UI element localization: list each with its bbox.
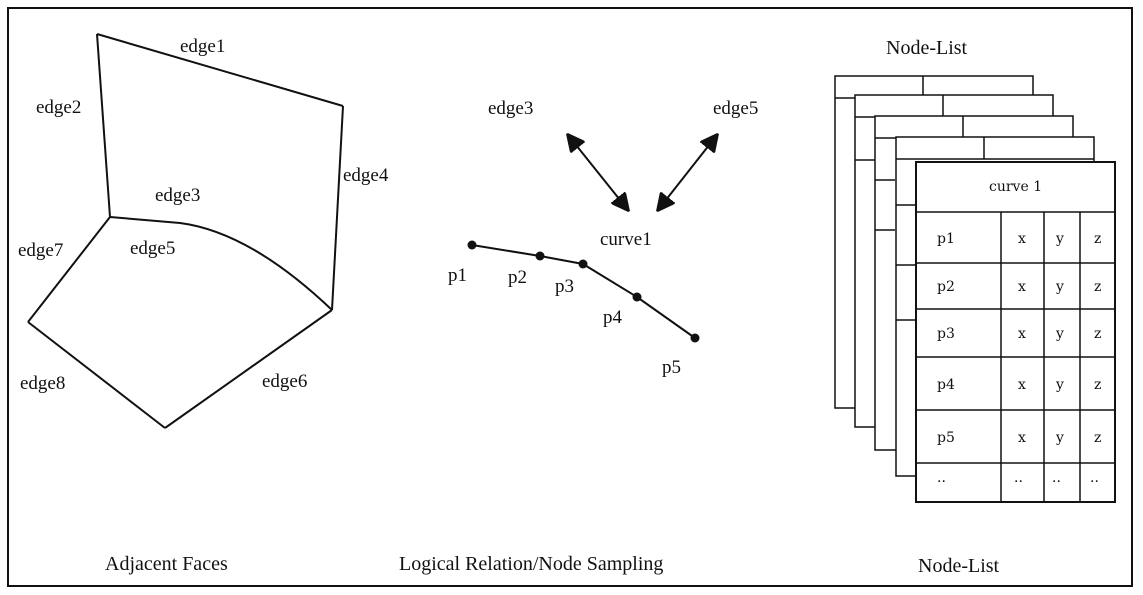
node-list-title: Node-List (886, 37, 968, 59)
edge2-line (96, 33, 111, 218)
cell-r6-y: ·· (1052, 474, 1061, 490)
sample-points (467, 240, 700, 343)
node-p5 (690, 333, 700, 343)
label-p5: p5 (662, 357, 681, 378)
cell-r4-name: p4 (937, 377, 955, 393)
table-title-curve1: curve 1 (989, 179, 1042, 195)
cell-r1-x: x (1018, 231, 1026, 247)
cell-r4-x: x (1018, 377, 1026, 393)
label-p4: p4 (603, 307, 623, 328)
label-edge3: edge3 (155, 185, 200, 206)
cell-r6-z: ·· (1090, 474, 1099, 490)
edge7-line (27, 216, 111, 323)
node-p3 (578, 259, 588, 269)
label-rel-edge3: edge3 (488, 98, 533, 119)
caption-logical-relation: Logical Relation/Node Sampling (399, 553, 663, 575)
cell-r2-y: y (1055, 279, 1064, 295)
label-edge5: edge5 (130, 238, 175, 259)
edge3-edge5-curve (109, 216, 333, 311)
label-edge7: edge7 (18, 240, 63, 261)
cell-r5-x: x (1018, 430, 1026, 446)
cell-r4-y: y (1055, 377, 1064, 393)
figure-frame (7, 7, 1133, 587)
edge8-line (27, 321, 166, 429)
label-edge2: edge2 (36, 97, 81, 118)
label-p1: p1 (448, 265, 467, 286)
cell-r3-name: p3 (937, 326, 955, 342)
edge1-line (96, 33, 344, 107)
label-edge8: edge8 (20, 373, 65, 394)
cell-r3-y: y (1055, 326, 1064, 342)
caption-adjacent-faces: Adjacent Faces (105, 553, 228, 575)
label-edge1: edge1 (180, 36, 225, 57)
adjacent-faces-drawing (27, 33, 344, 429)
cell-r3-x: x (1018, 326, 1026, 342)
cell-r1-y: y (1055, 231, 1064, 247)
cell-r4-z: z (1094, 377, 1101, 393)
cell-r1-name: p1 (937, 231, 955, 247)
arrow-edge3-curve (568, 135, 628, 210)
cell-r5-y: y (1055, 430, 1064, 446)
cell-r2-z: z (1094, 279, 1101, 295)
node-p4 (632, 292, 642, 302)
edge6-line (164, 309, 333, 429)
label-p2: p2 (508, 267, 527, 288)
caption-node-list: Node-List (918, 555, 1000, 577)
cell-r5-name: p5 (937, 430, 955, 446)
cell-r6-x: ·· (1014, 474, 1023, 490)
node-table-front (915, 161, 1116, 503)
cell-r1-z: z (1094, 231, 1101, 247)
cell-r5-z: z (1094, 430, 1101, 446)
label-edge4: edge4 (343, 165, 389, 186)
label-rel-edge5: edge5 (713, 98, 758, 119)
cell-r3-z: z (1094, 326, 1101, 342)
edge4-line (331, 105, 344, 311)
sampled-curve (471, 244, 696, 339)
label-edge6: edge6 (262, 371, 307, 392)
arrow-edge5-curve (658, 135, 717, 210)
cell-r6-name: ·· (937, 474, 946, 490)
cell-r2-x: x (1018, 279, 1026, 295)
label-curve1: curve1 (600, 229, 652, 250)
label-p3: p3 (555, 276, 574, 297)
cell-r2-name: p2 (937, 279, 955, 295)
node-p2 (535, 251, 545, 261)
node-p1 (467, 240, 477, 250)
